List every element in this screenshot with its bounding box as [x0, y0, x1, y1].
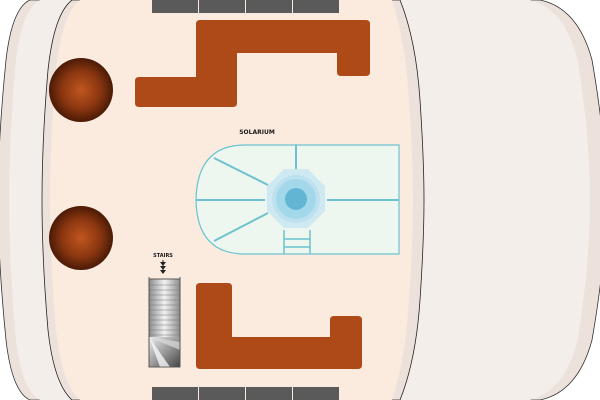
pool-ladder-icon [283, 230, 311, 254]
stairs-arrow-icon [160, 260, 166, 274]
solarium-label: SOLARIUM [239, 129, 275, 136]
vent-top [152, 0, 339, 13]
column-top-left [49, 58, 113, 122]
lounge-bottom[interactable] [196, 283, 362, 369]
vent-bottom [152, 387, 339, 400]
lounge-top[interactable] [135, 20, 370, 107]
stairs-label: STAIRS [153, 253, 173, 259]
stair-steps [149, 284, 180, 336]
column-bottom-left [49, 206, 113, 270]
solarium-dividers [196, 145, 399, 242]
hot-tub-icon[interactable] [267, 169, 325, 228]
solarium-room[interactable]: SOLARIUM [195, 129, 400, 255]
staircase[interactable]: STAIRS [148, 253, 181, 368]
stair-landing [148, 277, 181, 368]
